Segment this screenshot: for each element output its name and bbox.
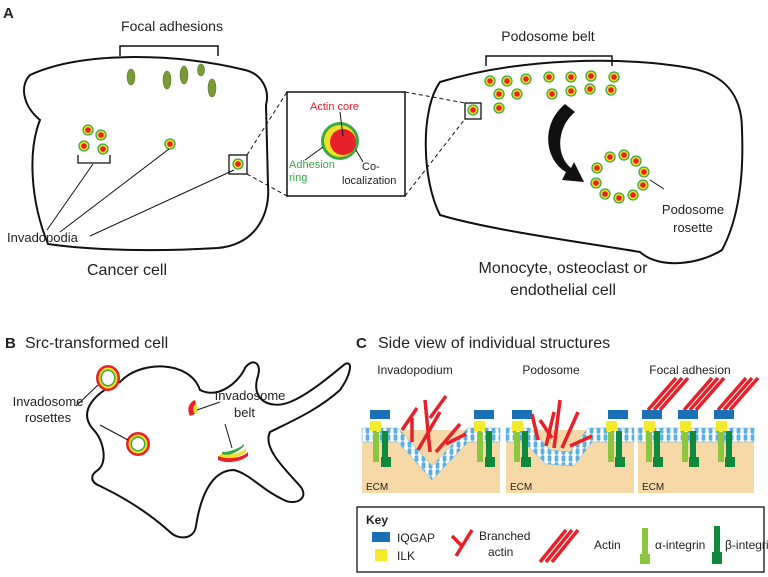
focal-adhesions-label: Focal adhesions bbox=[121, 18, 223, 34]
invadosome-rosette bbox=[96, 365, 120, 391]
podosome-belt-bracket bbox=[485, 55, 613, 66]
panel-b-title: Src-transformed cell bbox=[25, 335, 168, 352]
podosome-rosette-pointer bbox=[649, 179, 665, 190]
focal-adhesion bbox=[126, 68, 136, 86]
invadosome-belt-pointer bbox=[196, 401, 221, 411]
zoom-line bbox=[246, 173, 288, 197]
invadosome-rosettes-label-2: rosettes bbox=[25, 410, 72, 425]
focal-adhesion-column-title: Focal adhesion bbox=[649, 363, 730, 377]
monocyte-cell-outline bbox=[424, 59, 744, 265]
invadopodium-dot bbox=[95, 129, 107, 141]
colocalization-label-2: localization bbox=[342, 175, 396, 187]
iqgap-label: IQGAP bbox=[397, 531, 435, 545]
adhesion-ring-label-2: ring bbox=[289, 172, 307, 184]
invadopodia-bracket bbox=[77, 155, 111, 164]
invadosome-belt-label-2: belt bbox=[234, 405, 255, 420]
invadopodium-column-title: Invadopodium bbox=[377, 363, 452, 377]
iqgap-swatch bbox=[372, 532, 390, 542]
panel-b-letter: B bbox=[5, 335, 16, 352]
actin-swatch bbox=[538, 528, 580, 564]
invadosome-belt-label-1: Invadosome bbox=[215, 388, 286, 403]
panel-c-letter: C bbox=[356, 335, 367, 352]
rosette-formation-arrow bbox=[548, 104, 584, 182]
invadopodia-label: Invadopodia bbox=[7, 230, 79, 245]
zoom-box-monocyte bbox=[464, 102, 482, 120]
adhesion-ring-label-1: Adhesion bbox=[289, 159, 335, 171]
podosome-rosette-label-2: rosette bbox=[673, 220, 713, 235]
podosome-side-view bbox=[505, 399, 635, 493]
invadosome-rosettes-label-1: Invadosome bbox=[13, 394, 84, 409]
ecm-label: ECM bbox=[510, 482, 532, 493]
zoom-box-cancer bbox=[228, 154, 248, 175]
focal-adhesion bbox=[179, 65, 189, 85]
colocalization-label-1: Co- bbox=[362, 161, 380, 173]
colocalization-pointer bbox=[355, 149, 364, 163]
zoom-line bbox=[246, 91, 288, 156]
focal-adhesion-plaques bbox=[126, 63, 217, 98]
monocyte-label-1: Monocyte, osteoclast or bbox=[479, 260, 649, 277]
invadosome-rosettes-pointer bbox=[99, 424, 129, 441]
ilk-label: ILK bbox=[397, 549, 415, 563]
invadopodium-dot bbox=[164, 138, 176, 150]
invadosome-belt-pointer bbox=[224, 423, 233, 449]
podosome-rosette bbox=[590, 149, 650, 204]
focal-adhesion bbox=[162, 70, 172, 90]
src-cell-outline bbox=[86, 361, 352, 539]
invadopodia-leader-lines bbox=[46, 148, 235, 237]
key-title: Key bbox=[366, 513, 388, 527]
podosome-belt bbox=[467, 70, 620, 116]
panel-c-title: Side view of individual structures bbox=[378, 335, 610, 352]
actin-core-pointer bbox=[339, 111, 344, 137]
invadopodium-dot bbox=[97, 143, 109, 155]
podosome-column-title: Podosome bbox=[522, 363, 580, 377]
ecm-label: ECM bbox=[366, 482, 388, 493]
invadosome-rosette bbox=[126, 432, 150, 456]
podosome-rosette-label-1: Podosome bbox=[662, 202, 724, 217]
alpha-integrin-swatch bbox=[640, 528, 650, 564]
focal-adhesion bbox=[197, 63, 205, 77]
invadopodium-dot bbox=[82, 124, 94, 136]
monocyte-label-2: endothelial cell bbox=[510, 282, 616, 299]
branched-actin-label-1: Branched bbox=[479, 529, 530, 543]
invadopodium-dot bbox=[232, 158, 244, 170]
actin-label: Actin bbox=[594, 538, 621, 552]
podosome-diagram bbox=[321, 122, 359, 160]
beta-integrin-label: β-integrin bbox=[725, 538, 768, 552]
branched-actin-label-2: actin bbox=[488, 545, 513, 559]
invadosome-belt bbox=[188, 400, 248, 463]
ilk-swatch bbox=[375, 549, 387, 561]
invadosome-rosettes-pointer bbox=[75, 384, 99, 407]
invadopodium-side-view bbox=[361, 394, 501, 493]
focal-adhesion bbox=[207, 78, 217, 98]
podosome-belt-label: Podosome belt bbox=[501, 28, 595, 44]
ecm-label: ECM bbox=[642, 482, 664, 493]
alpha-integrin-label: α-integrin bbox=[655, 538, 705, 552]
zoom-line bbox=[404, 118, 466, 197]
panel-a-letter: A bbox=[3, 5, 14, 22]
beta-integrin-swatch bbox=[712, 526, 722, 564]
invadopodium-dot bbox=[78, 140, 90, 152]
focal-adhesion-side-view bbox=[637, 376, 760, 493]
cancer-cell-label: Cancer cell bbox=[87, 262, 167, 279]
focal-adhesions-bracket bbox=[119, 45, 219, 56]
cancer-cell-outline bbox=[23, 56, 270, 252]
adhesion-ring-pointer bbox=[304, 146, 324, 161]
zoom-line bbox=[404, 91, 466, 104]
branched-actin-swatch bbox=[450, 529, 474, 557]
actin-core-label: Actin core bbox=[310, 101, 359, 113]
